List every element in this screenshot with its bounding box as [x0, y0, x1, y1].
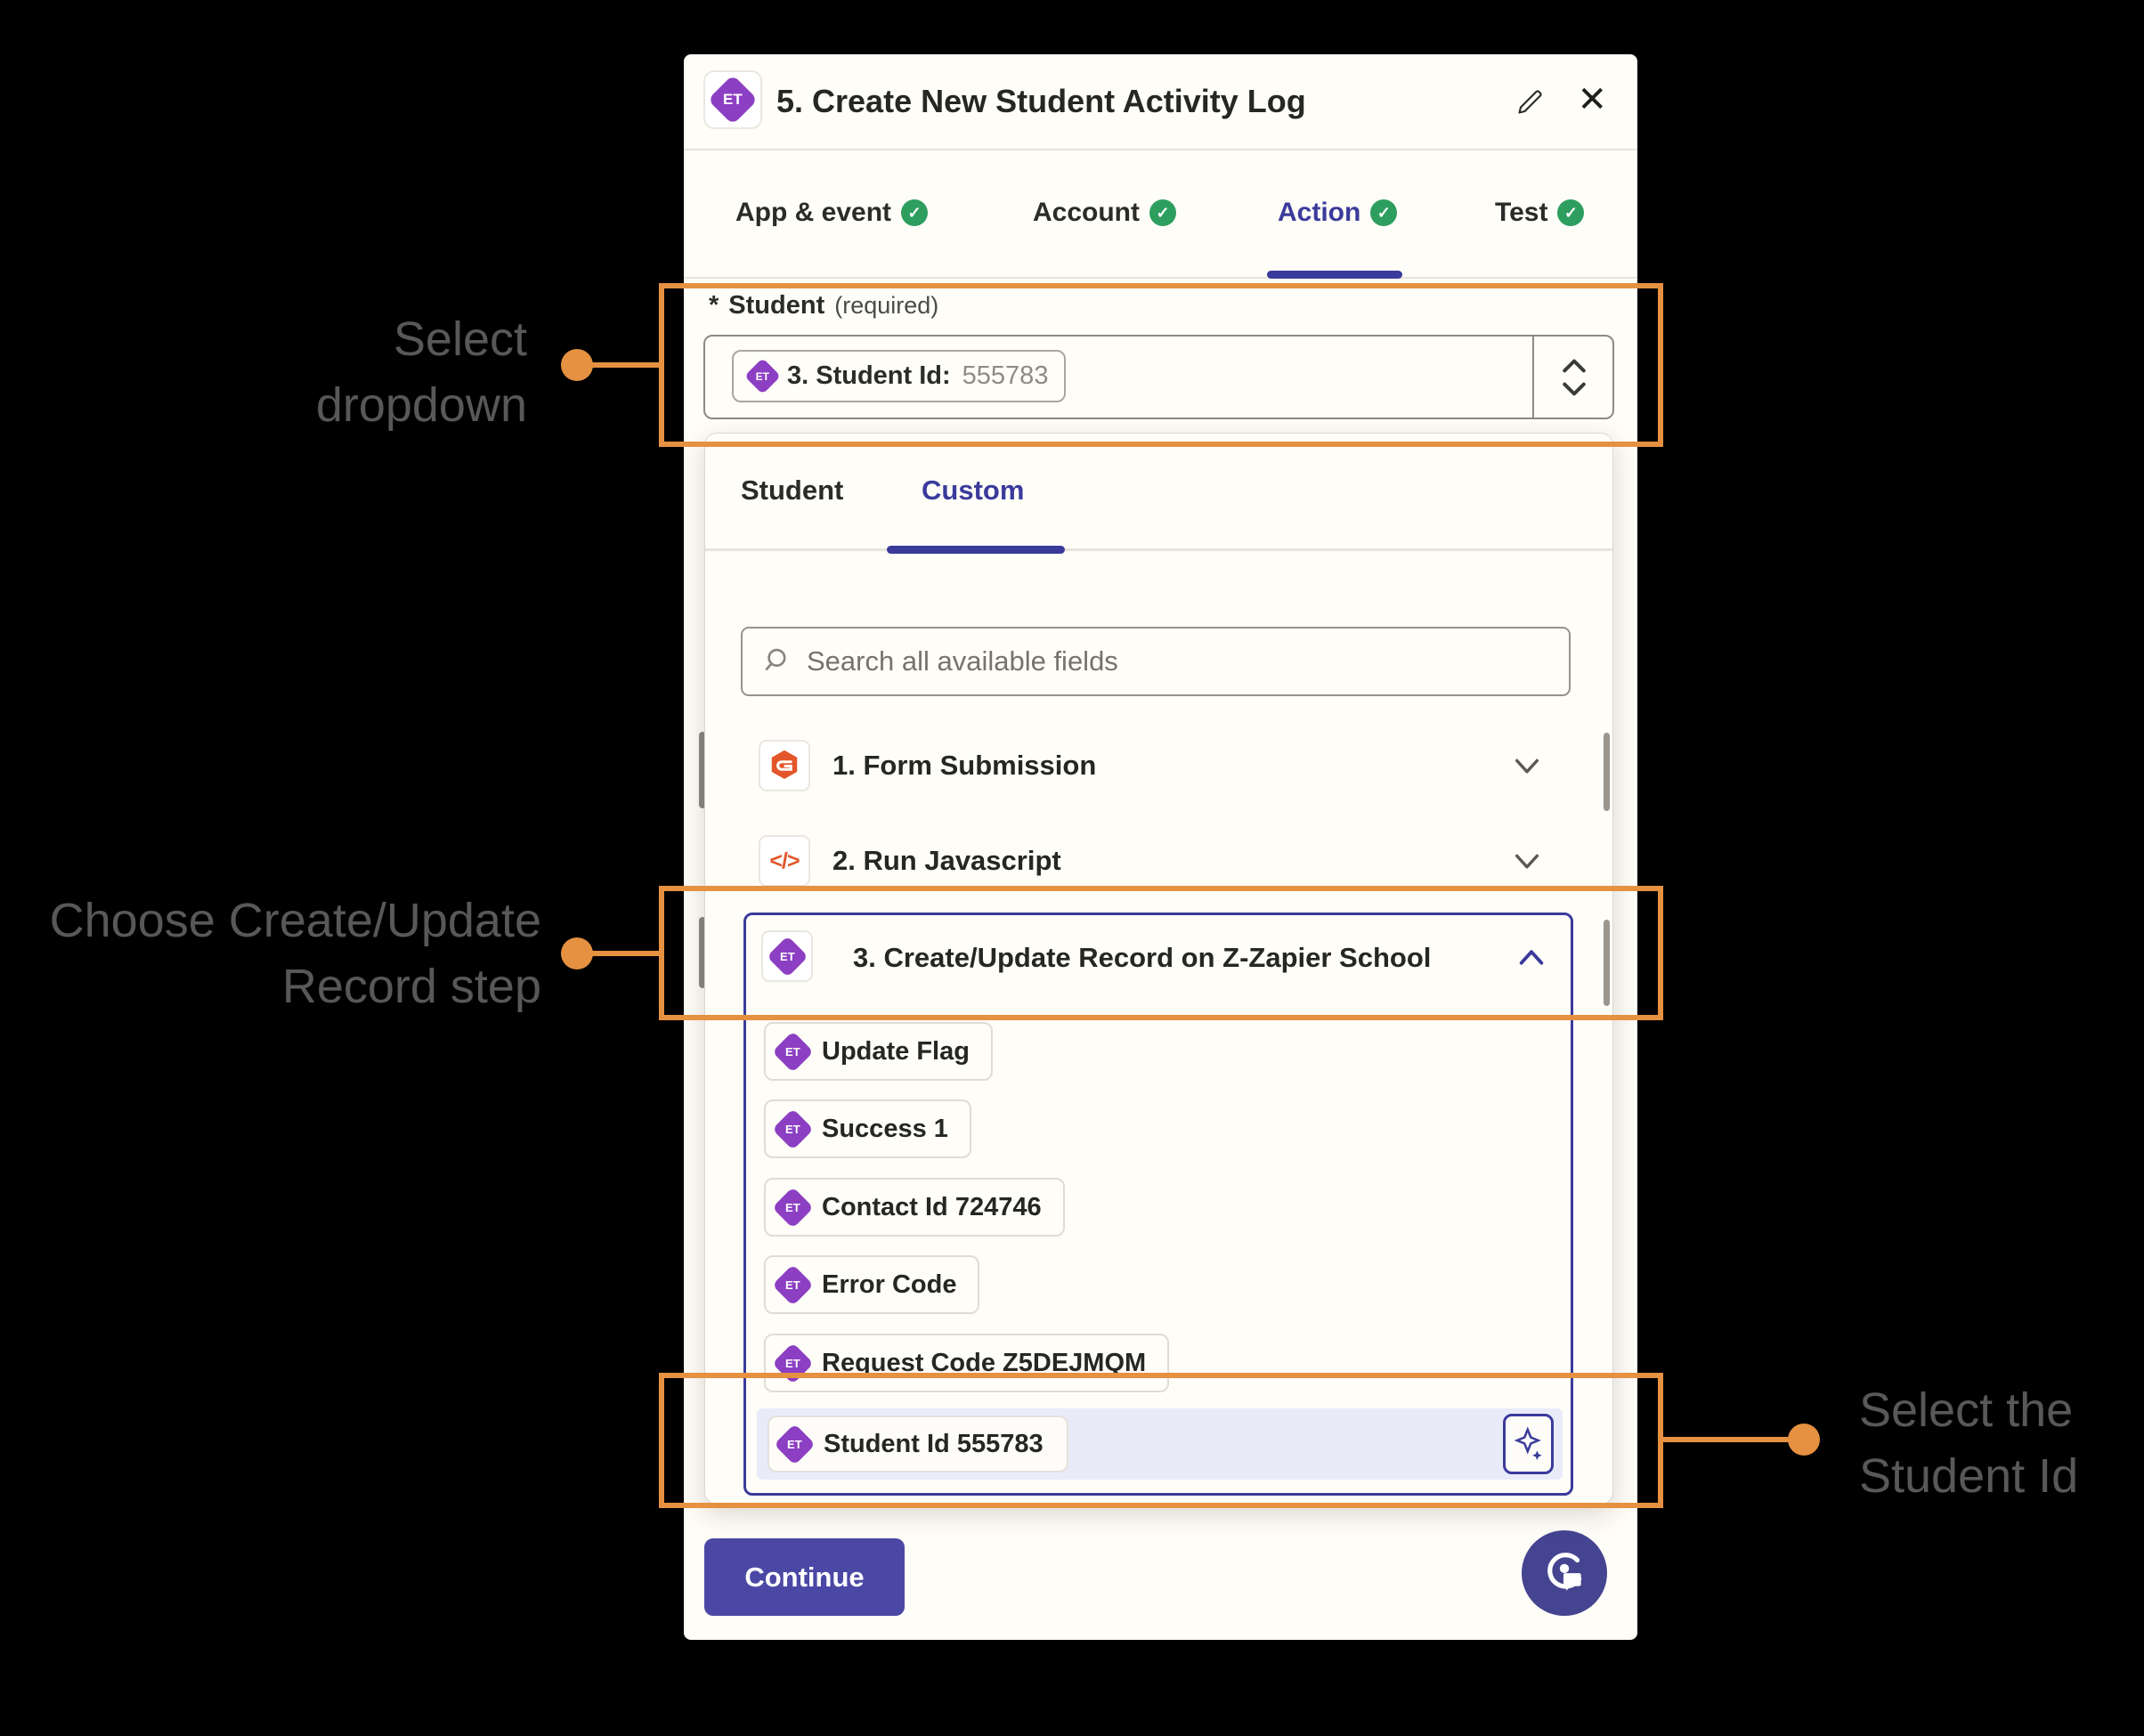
step-row-label: 1. Form Submission — [832, 750, 1097, 781]
tab-label: Account — [1033, 198, 1140, 227]
field-search-box — [741, 627, 1571, 696]
background-field-edge — [699, 732, 706, 808]
check-icon: ✓ — [1557, 199, 1585, 226]
et-icon: ET — [772, 1186, 814, 1229]
et-app-icon: ET — [707, 74, 759, 126]
background-field-edge — [699, 917, 706, 988]
input-divider — [1532, 337, 1534, 418]
support-chat-button[interactable] — [1522, 1530, 1607, 1616]
annotation-connector — [585, 362, 661, 368]
et-icon: ET — [772, 1263, 814, 1306]
scrollbar-thumb[interactable] — [1604, 733, 1610, 811]
ai-sparkle-button[interactable] — [1503, 1414, 1554, 1474]
annotation-dot — [561, 937, 593, 969]
gravity-forms-icon — [759, 740, 810, 791]
annotation-connector — [585, 951, 661, 956]
check-icon: ✓ — [1149, 199, 1176, 226]
student-select-input[interactable]: ET 3. Student Id: 555783 — [703, 335, 1614, 419]
field-picker-dropdown: Student Custom 1. Form Submission — [704, 433, 1613, 1505]
required-asterisk: * — [709, 291, 719, 320]
picker-tab-custom[interactable]: Custom — [922, 475, 1025, 506]
tab-test[interactable]: Test ✓ — [1495, 149, 1585, 277]
picker-tabs: Student Custom — [705, 434, 1612, 554]
field-chip-label: Update Flag — [822, 1036, 970, 1066]
headset-chat-icon — [1540, 1547, 1588, 1600]
field-chip-contact-id[interactable]: ET Contact Id 724746 — [764, 1178, 1065, 1237]
mapped-value-chip[interactable]: ET 3. Student Id: 555783 — [732, 350, 1067, 402]
annotation-text-choose-step: Choose Create/Update Record step — [49, 894, 541, 1013]
et-icon: ET — [774, 1423, 816, 1465]
tab-action[interactable]: Action ✓ — [1278, 149, 1398, 277]
check-icon: ✓ — [901, 199, 929, 226]
step-row-create-update-record[interactable]: ET 3. Create/Update Record on Z-Zapier S… — [746, 915, 1571, 1001]
zap-step-modal: ET 5. Create New Student Activity Log ✕ … — [684, 54, 1637, 1640]
tab-label: Test — [1495, 198, 1548, 227]
field-chip-label: Success 1 — [822, 1114, 948, 1143]
required-hint: (required) — [834, 292, 939, 319]
picker-active-underline — [887, 546, 1065, 554]
chevron-down-icon[interactable] — [1509, 846, 1545, 880]
et-icon: ET — [761, 930, 813, 982]
continue-button[interactable]: Continue — [704, 1538, 905, 1616]
field-chip-student-id[interactable]: ET Student Id 555783 — [767, 1416, 1068, 1472]
field-chip-request-code[interactable]: ET Request Code Z5DEJMQM — [764, 1334, 1170, 1392]
annotation-dot — [1788, 1424, 1820, 1456]
field-chip-label: Contact Id 724746 — [822, 1192, 1042, 1221]
step-row-run-javascript[interactable]: </> 2. Run Javascript — [705, 823, 1612, 899]
annotation-text-select-dropdown: Select dropdown — [315, 312, 527, 432]
step-3-expanded-section: ET 3. Create/Update Record on Z-Zapier S… — [743, 913, 1573, 1496]
et-icon: ET — [743, 357, 782, 395]
tab-label: App & event — [735, 198, 892, 227]
search-icon — [760, 645, 791, 679]
active-tab-underline — [1267, 271, 1402, 279]
picker-tab-student[interactable]: Student — [741, 475, 844, 506]
select-toggle-icon[interactable] — [1554, 337, 1595, 418]
code-icon: </> — [759, 835, 810, 887]
close-icon[interactable]: ✕ — [1577, 80, 1607, 119]
step-row-label: 2. Run Javascript — [832, 845, 1061, 876]
app-badge: ET — [703, 70, 762, 129]
et-icon: ET — [772, 1342, 814, 1384]
student-field-label: * Student (required) — [709, 291, 938, 320]
step-row-form-submission[interactable]: 1. Form Submission — [705, 727, 1612, 804]
tab-label: Action — [1278, 198, 1361, 227]
tab-app-and-event[interactable]: App & event ✓ — [735, 149, 929, 277]
annotation-dot — [561, 349, 593, 381]
annotation-connector — [1661, 1437, 1795, 1442]
step-row-label: 3. Create/Update Record on Z-Zapier Scho… — [853, 942, 1432, 973]
field-chip-label: Student Id 555783 — [824, 1429, 1044, 1458]
chip-value: 555783 — [962, 361, 1049, 390]
edit-title-icon[interactable] — [1513, 84, 1548, 119]
check-icon: ✓ — [1370, 199, 1398, 226]
modal-header: ET 5. Create New Student Activity Log ✕ — [684, 54, 1637, 150]
chevron-up-icon[interactable] — [1514, 943, 1549, 978]
field-chip-label: Request Code Z5DEJMQM — [822, 1348, 1147, 1377]
field-chip-update-flag[interactable]: ET Update Flag — [764, 1022, 993, 1081]
et-icon: ET — [772, 1107, 814, 1150]
search-input[interactable] — [805, 645, 1521, 678]
annotation-text-select-student-id: Select the Student Id — [1859, 1383, 2079, 1503]
step-tabs: App & event ✓ Account ✓ Action ✓ Test ✓ — [684, 149, 1637, 279]
step-title: 5. Create New Student Activity Log — [776, 83, 1306, 119]
chevron-down-icon[interactable] — [1509, 750, 1545, 785]
scrollbar-thumb[interactable] — [1604, 920, 1610, 1006]
field-label-text: Student — [728, 291, 825, 320]
tab-account[interactable]: Account ✓ — [1033, 149, 1176, 277]
field-chip-label: Error Code — [822, 1270, 957, 1299]
field-row-student-id-selected[interactable]: ET Student Id 555783 — [757, 1408, 1563, 1480]
field-chip-success-1[interactable]: ET Success 1 — [764, 1099, 971, 1158]
chip-label: 3. Student Id: — [787, 361, 951, 390]
et-icon: ET — [772, 1030, 814, 1073]
field-chip-error-code[interactable]: ET Error Code — [764, 1255, 980, 1314]
